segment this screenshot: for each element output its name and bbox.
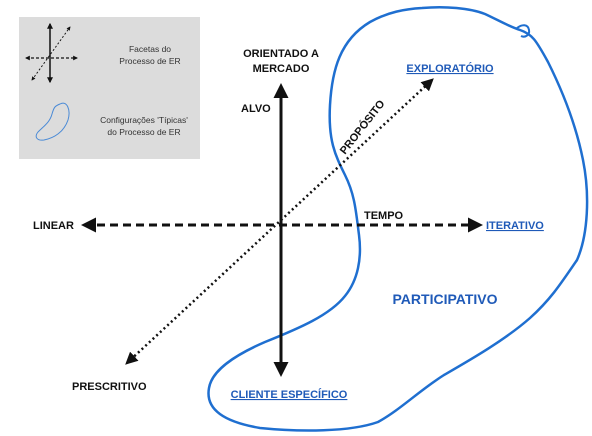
alvo-label: ALVO bbox=[241, 103, 271, 115]
facets-icon bbox=[25, 22, 78, 84]
legend-box: Facetas do Processo de ER Configurações … bbox=[19, 17, 200, 159]
tempo-label: TEMPO bbox=[364, 210, 404, 222]
iterativo-label[interactable]: ITERATIVO bbox=[486, 220, 544, 232]
prescritivo-label: PRESCRITIVO bbox=[72, 381, 147, 393]
legend-facets-line1: Facetas do bbox=[129, 44, 171, 54]
configuration-blob-icon bbox=[35, 102, 70, 141]
legend-configs-line1: Configurações 'Típicas' bbox=[100, 115, 188, 125]
participativo-label: PARTICIPATIVO bbox=[393, 291, 498, 307]
cliente-especifico-label[interactable]: CLIENTE ESPECÍFICO bbox=[231, 388, 348, 401]
linear-label: LINEAR bbox=[33, 220, 74, 232]
legend-facets-line2: Processo de ER bbox=[119, 56, 180, 66]
exploratorio-label[interactable]: EXPLORATÓRIO bbox=[406, 62, 494, 75]
orientado-a-mercado-label-line1: ORIENTADO A bbox=[243, 48, 319, 60]
orientado-a-mercado-label-line2: MERCADO bbox=[253, 63, 310, 75]
participativo-region-tail bbox=[516, 24, 531, 38]
legend-configs-line2: do Processo de ER bbox=[107, 127, 180, 137]
proposito-axis bbox=[125, 78, 434, 365]
